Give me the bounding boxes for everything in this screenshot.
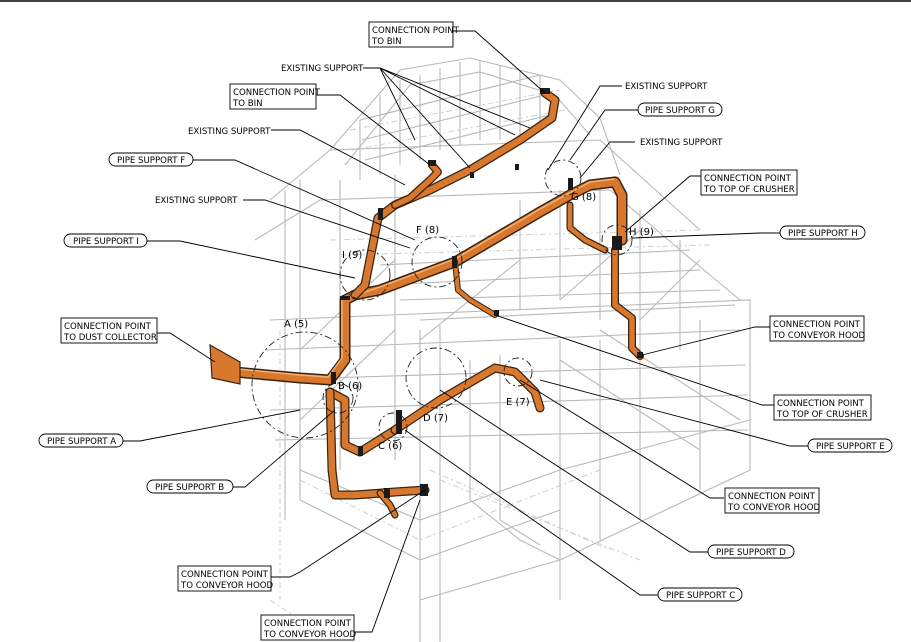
svg-text:TO DUST COLLECTOR: TO DUST COLLECTOR (63, 333, 157, 343)
svg-text:CONNECTION POINT: CONNECTION POINT (773, 320, 861, 330)
label-pipe-support-b: PIPE SUPPORT B (146, 479, 234, 494)
detail-circle-d (405, 347, 467, 409)
detail-circle-e (503, 357, 533, 387)
svg-text:PIPE SUPPORT B: PIPE SUPPORT B (155, 483, 224, 493)
label-existing-support-3: EXISTING SUPPORT (188, 127, 271, 137)
label-conn-top-crusher-lower: CONNECTION POINT TO TOP OF CRUSHER (773, 394, 872, 421)
tag-d: D (7) (423, 413, 448, 424)
label-conn-dust-collector: CONNECTION POINT TO DUST COLLECTOR (60, 317, 158, 344)
tag-f: F (8) (416, 225, 439, 236)
svg-text:PIPE SUPPORT A: PIPE SUPPORT A (47, 437, 116, 447)
detail-circle-b (322, 382, 354, 414)
svg-text:PIPE SUPPORT E: PIPE SUPPORT E (816, 442, 885, 452)
pipe-flanges (331, 88, 643, 498)
duct-piping (209, 88, 644, 519)
detail-circle-a (251, 331, 359, 439)
svg-text:TO CONVEYOR HOOD: TO CONVEYOR HOOD (772, 331, 865, 341)
label-pipe-support-d: PIPE SUPPORT D (707, 544, 795, 559)
svg-text:PIPE SUPPORT C: PIPE SUPPORT C (666, 591, 735, 601)
svg-text:PIPE SUPPORT D: PIPE SUPPORT D (716, 548, 786, 558)
svg-text:TO CONVEYOR HOOD: TO CONVEYOR HOOD (727, 503, 820, 513)
detail-circle-g (544, 159, 582, 197)
label-pipe-support-c: PIPE SUPPORT C (657, 587, 743, 602)
detail-circle-h (601, 224, 633, 256)
svg-text:CONNECTION POINT: CONNECTION POINT (704, 174, 792, 184)
svg-text:CONNECTION POINT: CONNECTION POINT (264, 619, 352, 629)
labels: CONNECTION POINT TO BIN EXISTING SUPPORT… (38, 21, 893, 641)
label-pipe-support-g: PIPE SUPPORT G (637, 102, 723, 117)
svg-text:CONNECTION POINT: CONNECTION POINT (728, 492, 816, 502)
label-existing-support-4: EXISTING SUPPORT (640, 138, 723, 148)
detail-tags: A (5) B (6) C (6) D (7) E (7) F (8) G (8… (284, 192, 654, 452)
detail-callout-circles (251, 159, 633, 442)
label-conn-top-crusher-right: CONNECTION POINT TO TOP OF CRUSHER (700, 169, 798, 196)
tag-g: G (8) (571, 192, 596, 203)
label-existing-support-1: EXISTING SUPPORT (281, 64, 364, 74)
svg-text:CONNECTION POINT: CONNECTION POINT (64, 322, 152, 332)
svg-text:TO CONVEYOR HOOD: TO CONVEYOR HOOD (263, 630, 356, 640)
label-pipe-support-e: PIPE SUPPORT E (807, 438, 893, 453)
label-pipe-support-i: PIPE SUPPORT I (63, 233, 148, 248)
svg-text:CONNECTION POINT: CONNECTION POINT (233, 88, 321, 98)
label-conn-bin-top: CONNECTION POINT TO BIN (368, 21, 460, 48)
svg-text:PIPE SUPPORT H: PIPE SUPPORT H (788, 229, 858, 239)
svg-text:PIPE SUPPORT F: PIPE SUPPORT F (117, 156, 185, 166)
svg-text:PIPE SUPPORT I: PIPE SUPPORT I (73, 237, 139, 247)
tag-b: B (6) (338, 381, 362, 392)
svg-text:CONNECTION POINT: CONNECTION POINT (181, 570, 269, 580)
svg-text:CONNECTION POINT: CONNECTION POINT (777, 399, 865, 409)
svg-text:CONNECTION POINT: CONNECTION POINT (372, 26, 460, 36)
label-conn-conveyor-hood-right: CONNECTION POINT TO CONVEYOR HOOD (769, 315, 865, 342)
tag-c: C (6) (378, 441, 402, 452)
svg-text:TO CONVEYOR HOOD: TO CONVEYOR HOOD (180, 581, 273, 591)
tag-a: A (5) (284, 319, 308, 330)
label-existing-support-2: EXISTING SUPPORT (625, 82, 708, 92)
label-pipe-support-h: PIPE SUPPORT H (779, 225, 866, 240)
detail-circle-f (411, 236, 463, 288)
detail-circle-c (378, 412, 408, 442)
tag-h: H (9) (629, 227, 654, 238)
label-pipe-support-a: PIPE SUPPORT A (38, 433, 124, 448)
leader-lines (122, 30, 808, 633)
tag-e: E (7) (506, 397, 530, 408)
label-conn-bin-left: CONNECTION POINT TO BIN (229, 83, 321, 110)
label-existing-support-5: EXISTING SUPPORT (155, 196, 238, 206)
svg-text:TO TOP OF CRUSHER: TO TOP OF CRUSHER (703, 185, 795, 195)
svg-text:TO BIN: TO BIN (371, 37, 402, 47)
label-conn-conveyor-hood-mid: CONNECTION POINT TO CONVEYOR HOOD (724, 487, 820, 514)
tag-i: I (9) (342, 250, 362, 261)
svg-text:TO BIN: TO BIN (232, 99, 263, 109)
svg-text:TO TOP OF CRUSHER: TO TOP OF CRUSHER (776, 410, 868, 420)
label-conn-conveyor-hood-bottom-1: CONNECTION POINT TO CONVEYOR HOOD (177, 565, 273, 592)
label-pipe-support-f: PIPE SUPPORT F (108, 152, 194, 167)
dust-collector-inlet-cone (209, 343, 241, 385)
label-conn-conveyor-hood-bottom-2: CONNECTION POINT TO CONVEYOR HOOD (260, 614, 356, 641)
svg-text:PIPE SUPPORT G: PIPE SUPPORT G (645, 106, 715, 116)
